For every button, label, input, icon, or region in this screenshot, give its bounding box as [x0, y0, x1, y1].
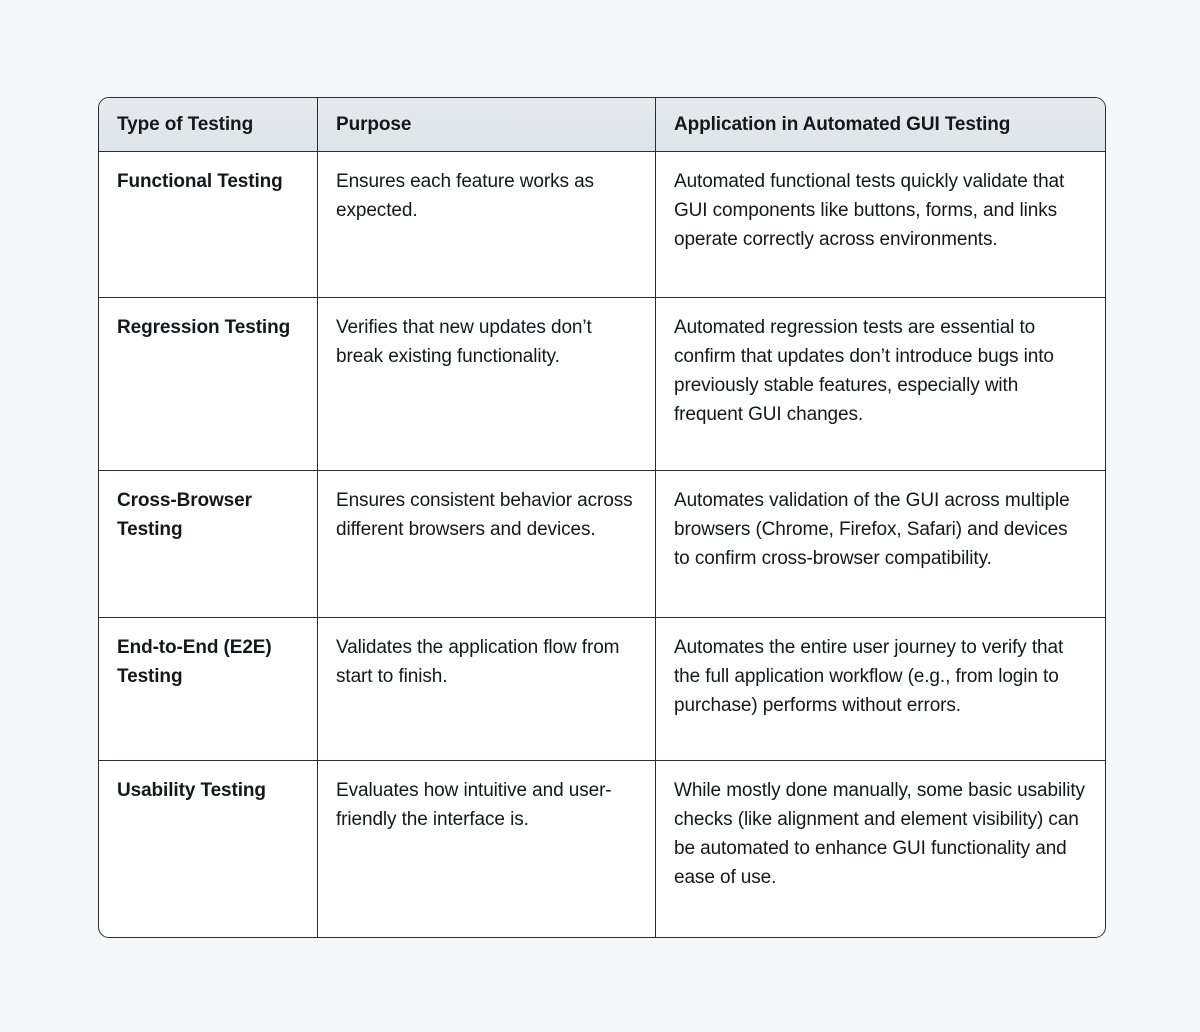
cell-purpose-usability: Evaluates how intuitive and user-friendl…: [318, 761, 656, 937]
table-row: Functional Testing Ensures each feature …: [99, 152, 1105, 298]
cell-application-functional: Automated functional tests quickly valid…: [656, 152, 1105, 298]
cell-application-end-to-end: Automates the entire user journey to ver…: [656, 618, 1105, 761]
table-row: Cross-Browser Testing Ensures consistent…: [99, 471, 1105, 618]
column-header-purpose: Purpose: [318, 98, 656, 152]
cell-application-regression: Automated regression tests are essential…: [656, 298, 1105, 471]
cell-purpose-functional: Ensures each feature works as expected.: [318, 152, 656, 298]
cell-type-cross-browser: Cross-Browser Testing: [99, 471, 318, 618]
table-row: Usability Testing Evaluates how intuitiv…: [99, 761, 1105, 937]
testing-comparison-table: Type of Testing Purpose Application in A…: [98, 97, 1106, 938]
column-header-type-of-testing: Type of Testing: [99, 98, 318, 152]
cell-type-functional: Functional Testing: [99, 152, 318, 298]
table-header: Type of Testing Purpose Application in A…: [99, 98, 1105, 152]
table-row: End-to-End (E2E) Testing Validates the a…: [99, 618, 1105, 761]
table-header-row: Type of Testing Purpose Application in A…: [99, 98, 1105, 152]
cell-type-regression: Regression Testing: [99, 298, 318, 471]
cell-purpose-end-to-end: Validates the application flow from star…: [318, 618, 656, 761]
cell-type-end-to-end: End-to-End (E2E) Testing: [99, 618, 318, 761]
column-header-application: Application in Automated GUI Testing: [656, 98, 1105, 152]
cell-application-usability: While mostly done manually, some basic u…: [674, 780, 1085, 888]
table-row: Regression Testing Verifies that new upd…: [99, 298, 1105, 471]
cell-application-cross-browser: Automates validation of the GUI across m…: [656, 471, 1105, 618]
cell-purpose-regression: Verifies that new updates don’t break ex…: [318, 298, 656, 471]
testing-table-container: Type of Testing Purpose Application in A…: [98, 97, 1106, 938]
cell-purpose-cross-browser: Ensures consistent behavior across diffe…: [318, 471, 656, 618]
cell-type-usability: Usability Testing: [99, 761, 318, 937]
table-body: Functional Testing Ensures each feature …: [99, 152, 1105, 937]
